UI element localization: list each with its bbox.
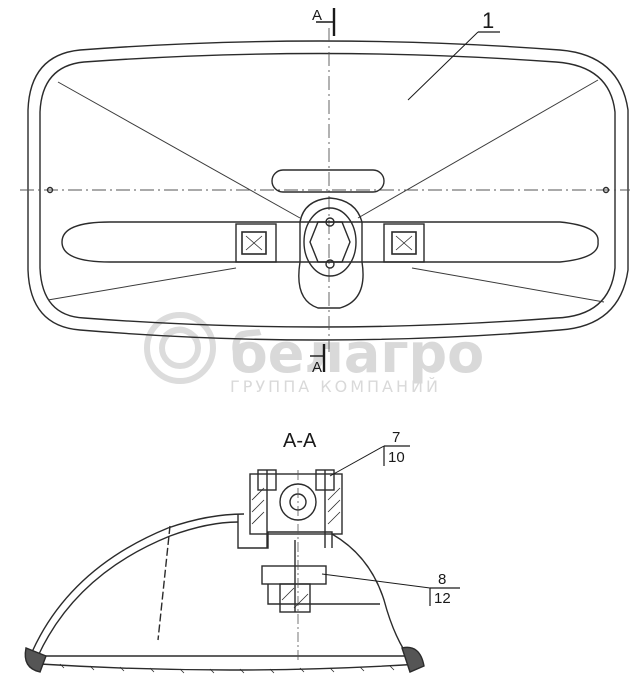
watermark-tagline: ГРУППА КОМПАНИЙ (230, 377, 441, 396)
watermark-logo (144, 312, 216, 384)
callout-label-10: 10 (388, 449, 405, 466)
mirror-frame-outer (27, 40, 629, 341)
section-letter-bottom: A (312, 359, 322, 376)
section-marker-top: A (312, 7, 336, 36)
mirror-frame-inner (39, 52, 616, 328)
section-letter-top: A (312, 7, 322, 24)
callout-label-7: 7 (392, 429, 400, 446)
section-marker-bottom: A (310, 344, 326, 376)
watermark: белагро ГРУППА КОМПАНИЙ (144, 312, 484, 396)
watermark-brand: белагро (230, 322, 484, 385)
section-view (24, 469, 425, 674)
callout-label-1: 1 (482, 8, 494, 33)
callout-7-10: 7 10 (329, 429, 410, 477)
callout-8-12: 8 12 (321, 571, 460, 607)
callout-1: 1 (407, 8, 500, 101)
mirror-top-view (20, 28, 630, 352)
callout-label-12: 12 (434, 590, 451, 607)
callout-label-8: 8 (438, 571, 446, 588)
section-title: A-A (283, 430, 317, 452)
